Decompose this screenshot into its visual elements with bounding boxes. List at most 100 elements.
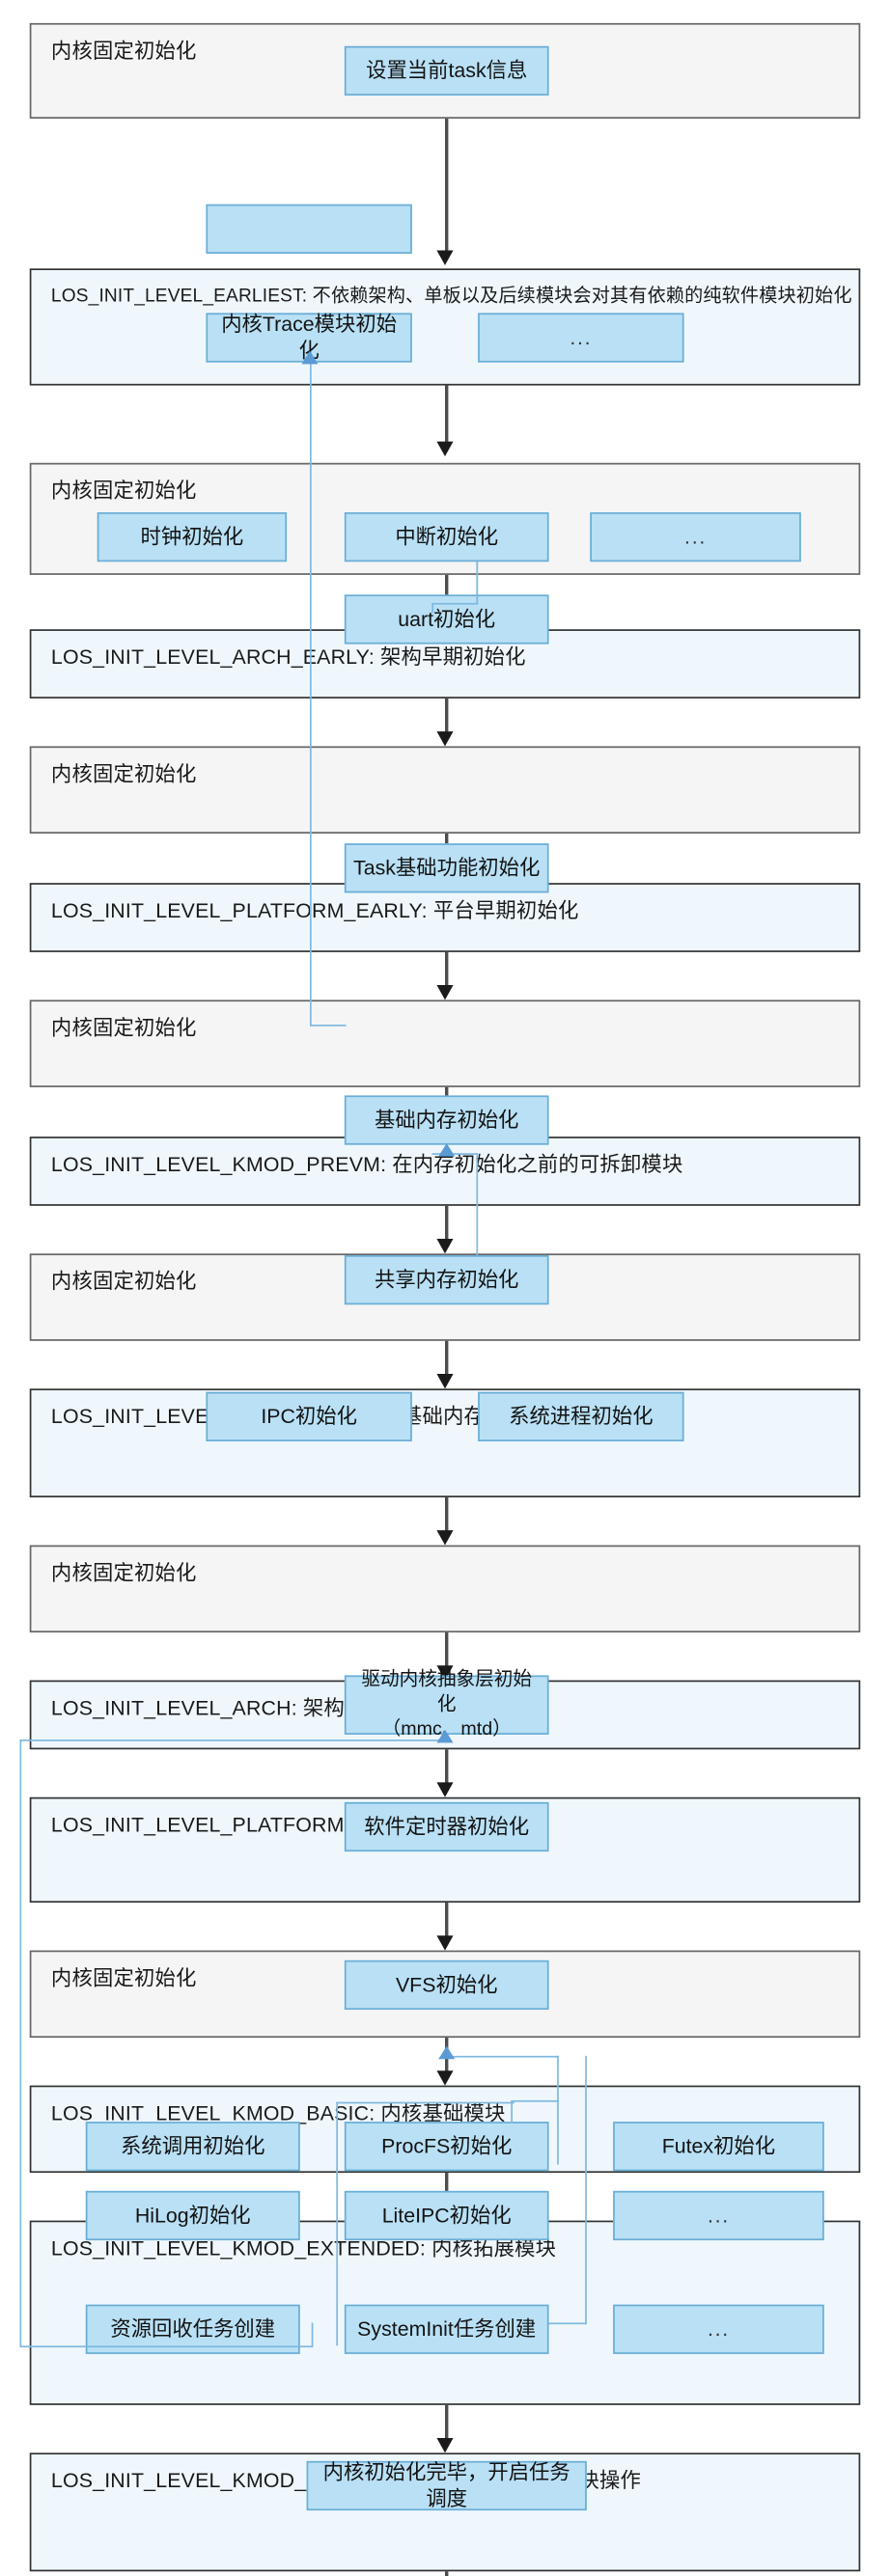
dependency-connector	[336, 2101, 339, 2346]
node-futex-init[interactable]: Futex初始化	[613, 2122, 824, 2172]
band-fixed-1: 内核固定初始化	[29, 22, 861, 119]
node-earliest-more[interactable]: ...	[478, 313, 684, 363]
dependency-connector	[453, 2055, 559, 2059]
node-label: 资源回收任务创建	[110, 2317, 276, 2342]
node-driver-kal-init[interactable]: 驱动内核抽象层初始化 （mmc、mtd）	[344, 1669, 549, 1739]
dependency-connector	[19, 2345, 314, 2348]
band-title: 内核固定初始化	[50, 1561, 197, 1585]
band-level-vm-complete: LOS_INIT_LEVEL_VM_COMPLETE: 基础内存初始化完毕	[29, 1388, 861, 1498]
node-label: Task基础功能初始化	[353, 856, 541, 880]
node-label: ...	[707, 2317, 730, 2342]
dependency-arrow	[301, 350, 319, 365]
connector-line	[445, 1497, 448, 1538]
band-title: LOS_INIT_LEVEL_KMOD_PREVM: 在内存初始化之前的可拆卸模…	[50, 1153, 683, 1177]
node-label: 内核初始化完毕，开启任务调度	[322, 2460, 570, 2511]
node-syscall-init[interactable]: 系统调用初始化	[85, 2122, 300, 2172]
band-title: 内核固定初始化	[50, 39, 197, 63]
band-title: LOS_INIT_LEVEL_KMOD_BASIC: 内核基础模块	[50, 2101, 506, 2125]
node-label: 驱动内核抽象层初始化	[361, 1669, 533, 1714]
node-fixed2-more[interactable]: ...	[590, 512, 801, 562]
band-title: LOS_INIT_LEVEL_PLATFORM_EARLY: 平台早期初始化	[50, 899, 579, 923]
node-label: uart初始化	[398, 608, 496, 631]
node-systeminit-task[interactable]: SystemInit任务创建	[344, 2304, 549, 2354]
node-label: 时钟初始化	[140, 525, 244, 549]
node-label: 设置当前task信息	[366, 59, 528, 83]
node-sysproc-init[interactable]: 系统进程初始化	[478, 1391, 684, 1441]
dependency-connector	[476, 562, 479, 605]
dependency-connector	[19, 1740, 445, 1742]
arrow-head	[436, 2070, 454, 2086]
node-interrupt-init[interactable]: 中断初始化	[344, 512, 549, 562]
connector-line	[445, 574, 448, 615]
node-shm-init[interactable]: 共享内存初始化	[344, 1255, 549, 1305]
arrow-head	[436, 1373, 454, 1389]
node-label: ...	[707, 2204, 730, 2228]
node-label: HiLog初始化	[134, 2204, 251, 2228]
dependency-arrow	[438, 2045, 456, 2060]
dependency-connector	[309, 362, 313, 1027]
node-hilog-init[interactable]: HiLog初始化	[85, 2190, 300, 2241]
band-fixed-4: 内核固定初始化	[29, 1000, 861, 1087]
dependency-connector	[476, 1153, 479, 1256]
node-ipc-init[interactable]: IPC初始化	[206, 1391, 412, 1441]
node-vfs-init[interactable]: VFS初始化	[344, 1959, 549, 2011]
band-title: 内核固定初始化	[50, 1270, 197, 1294]
connector-line	[445, 2571, 448, 2576]
node-trace-init[interactable]	[206, 204, 412, 254]
node-procfs-init[interactable]: ProcFS初始化	[344, 2122, 549, 2172]
node-label: ...	[570, 326, 593, 349]
node-label: SystemInit任务创建	[357, 2317, 537, 2342]
node-label: 中断初始化	[395, 525, 499, 549]
node-label: 软件定时器初始化	[364, 1815, 530, 1839]
connector-line	[445, 951, 448, 992]
dependency-connector	[311, 2322, 315, 2348]
band-title: LOS_INIT_LEVEL_ARCH: 架构初始化	[50, 1696, 407, 1720]
dependency-connector	[511, 2099, 514, 2124]
node-basic-mem-init[interactable]: 基础内存初始化	[344, 1095, 549, 1145]
arrow-head	[436, 1935, 454, 1951]
node-label: ProcFS初始化	[381, 2134, 513, 2158]
connector-line	[445, 1903, 448, 1943]
arrow-head	[436, 1782, 454, 1797]
connector-line	[445, 1205, 448, 1246]
node-label: Futex初始化	[661, 2134, 776, 2158]
connector-line	[445, 1340, 448, 1381]
node-kernel-done[interactable]: 内核初始化完毕，开启任务调度	[306, 2460, 587, 2511]
dependency-connector	[431, 602, 434, 614]
node-res-recycle-task[interactable]: 资源回收任务创建	[85, 2304, 300, 2354]
dependency-connector	[336, 2101, 515, 2105]
band-title: LOS_INIT_LEVEL_ARCH_EARLY: 架构早期初始化	[50, 645, 526, 670]
dependency-arrow	[436, 1729, 454, 1743]
node-label: 系统调用初始化	[121, 2134, 265, 2158]
node-label: IPC初始化	[261, 1405, 357, 1429]
node-kmod-task-more[interactable]: ...	[613, 2304, 824, 2354]
connector-line	[445, 1632, 448, 1673]
node-uart-init[interactable]: uart初始化	[344, 594, 549, 644]
dependency-arrow	[438, 1142, 456, 1157]
node-label: VFS初始化	[395, 1973, 498, 1997]
arrow-head	[436, 2437, 454, 2453]
arrow-head	[436, 441, 454, 456]
band-fixed-6: 内核固定初始化	[29, 1545, 861, 1633]
node-kmod-ext-more[interactable]: ...	[613, 2190, 824, 2241]
node-liteipc-init[interactable]: LiteIPC初始化	[344, 2190, 549, 2241]
dependency-connector	[19, 1740, 22, 2348]
arrow-head	[436, 985, 454, 1000]
node-swtmr-init[interactable]: 软件定时器初始化	[344, 1801, 549, 1852]
arrow-head	[436, 1238, 454, 1254]
node-clock-init-box-final[interactable]: 时钟初始化	[97, 512, 288, 562]
dependency-connector	[548, 2322, 587, 2325]
node-label: LiteIPC初始化	[381, 2204, 512, 2228]
connector-line	[445, 118, 448, 254]
band-title: LOS_INIT_LEVEL_KMOD_EXTENDED: 内核拓展模块	[50, 2236, 557, 2261]
arrow-head	[436, 250, 454, 265]
connector-line	[445, 698, 448, 738]
band-fixed-3: 内核固定初始化	[29, 746, 861, 834]
dependency-connector	[557, 2055, 560, 2165]
node-set-task-info[interactable]: 设置当前task信息	[344, 45, 549, 96]
dependency-connector	[511, 2099, 559, 2103]
band-level-earliest: LOS_INIT_LEVEL_EARLIEST: 不依赖架构、单板以及后续模块会…	[29, 268, 861, 386]
node-task-basic-init[interactable]: Task基础功能初始化	[344, 843, 549, 893]
node-label: 共享内存初始化	[374, 1268, 519, 1292]
